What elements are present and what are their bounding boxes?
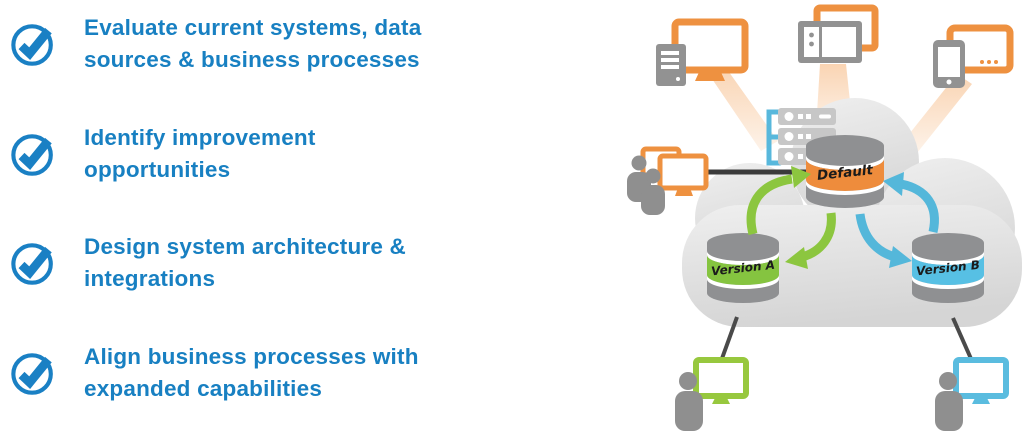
database-version-a: Version A — [707, 233, 779, 303]
check-circle-icon — [11, 243, 53, 285]
sync-arrows-blue — [855, 172, 939, 268]
check-circle-icon — [11, 24, 53, 66]
database-default-label: Default — [816, 162, 874, 184]
checklist-item: Design system architecture & integration… — [10, 231, 464, 295]
database-version-a-label: Version A — [710, 258, 775, 279]
check-circle-icon — [11, 353, 53, 395]
checklist-item: Align business processes with expanded c… — [10, 341, 464, 405]
connector-line-version-b-user — [951, 317, 974, 362]
checklist-item-label: Evaluate current systems, data sources &… — [84, 15, 422, 72]
tablet-and-phone-icon — [933, 24, 1014, 88]
check-circle-icon — [11, 134, 53, 176]
industrial-panel-icon — [798, 4, 879, 63]
database-version-b-label: Version B — [916, 258, 981, 279]
database-default: Default — [806, 135, 884, 208]
checklist-item-label: Identify improvement opportunities — [84, 125, 316, 182]
checklist: Evaluate current systems, data sources &… — [0, 0, 500, 437]
checklist-item-label: Align business processes with expanded c… — [84, 344, 419, 401]
checklist-item: Identify improvement opportunities — [10, 122, 464, 186]
user-workstation-blue-icon — [935, 357, 1009, 431]
cloud-sync-diagram: Default Version A Version B — [620, 0, 1024, 437]
user-workstation-green-icon — [675, 357, 749, 431]
database-version-b: Version B — [912, 233, 984, 303]
desktop-workstation-icon — [656, 18, 749, 86]
checklist-item-label: Design system architecture & integration… — [84, 234, 406, 291]
team-workstations-icon — [627, 146, 709, 215]
sync-arrows-green — [746, 166, 836, 269]
cloud-sync-diagram-svg: Default Version A Version B — [627, 4, 1022, 431]
checklist-item: Evaluate current systems, data sources &… — [10, 12, 464, 76]
connector-line-version-a-user — [718, 316, 739, 365]
